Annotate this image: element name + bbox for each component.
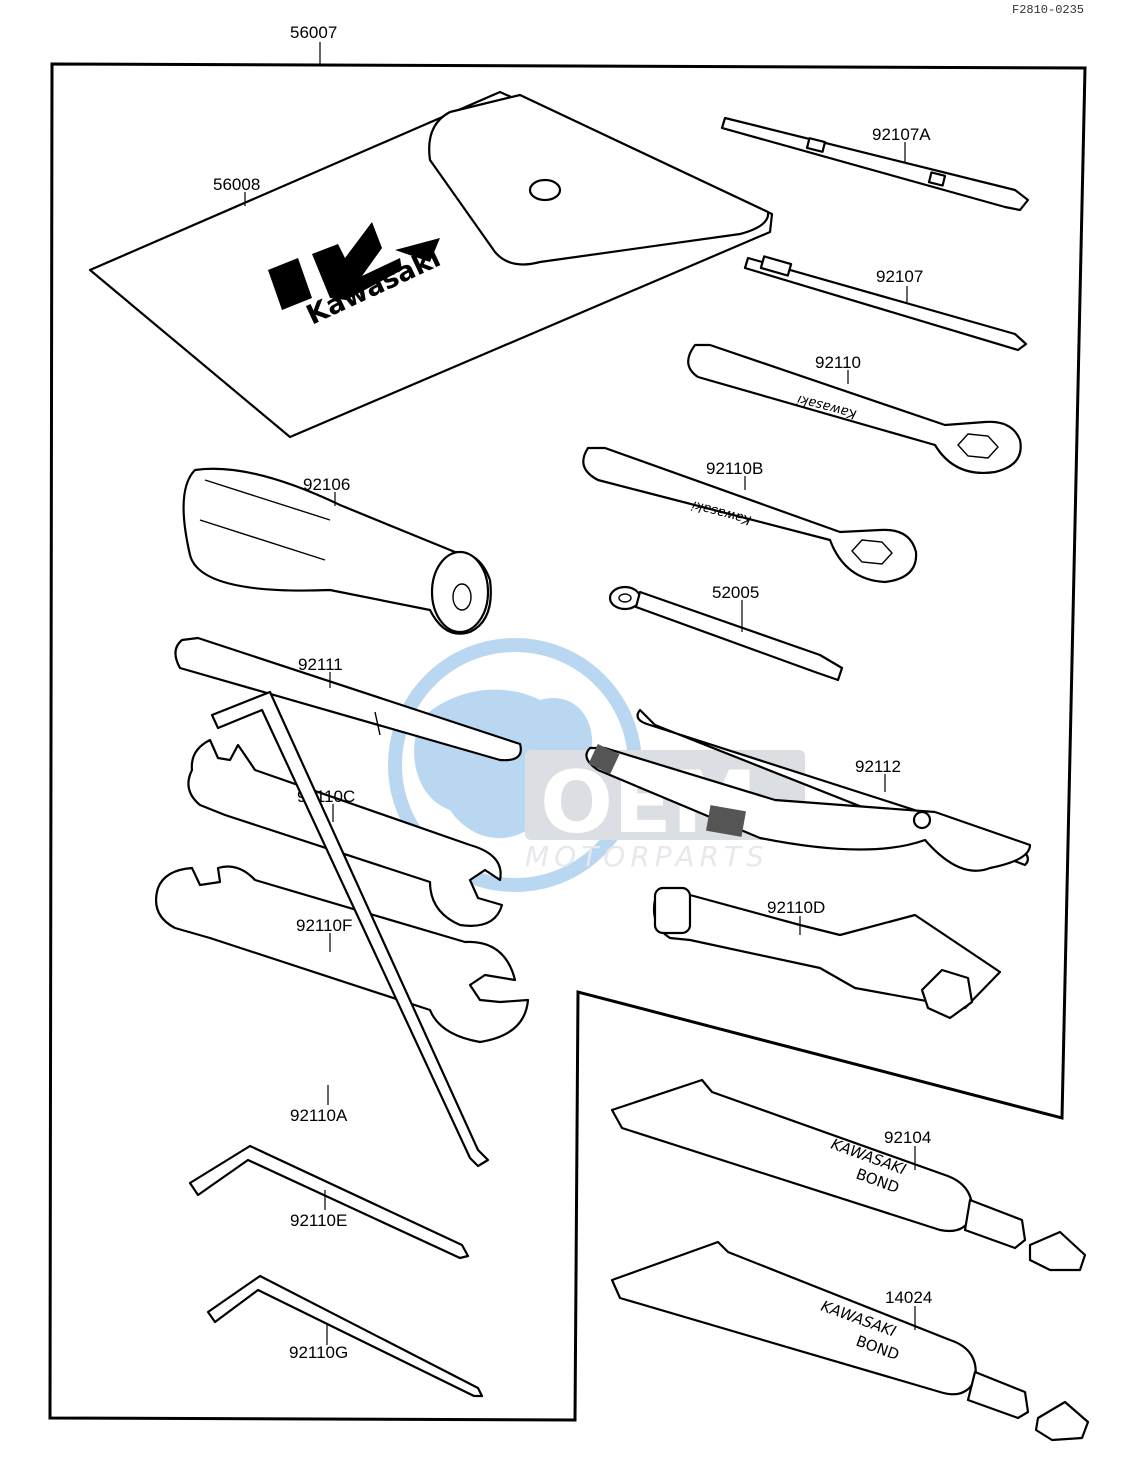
label-52005[interactable]: 52005 [712, 583, 759, 602]
spark-plug-wrench-92110D[interactable] [652, 886, 1002, 1020]
label-92106[interactable]: 92106 [303, 475, 350, 494]
reference-code: F2810-0235 [1012, 3, 1084, 17]
screwdriver-handle-92106[interactable] [182, 467, 492, 635]
label-92111[interactable]: 92111 [298, 655, 343, 674]
bond-tube-92104[interactable]: KAWASAKI BOND [610, 1078, 1087, 1272]
label-92110A[interactable]: 92110A [290, 1106, 348, 1125]
bond-tube-14024[interactable]: KAWASAKI BOND [610, 1240, 1090, 1442]
pliers-92112[interactable] [585, 708, 1032, 872]
label-92107A[interactable]: 92107A [872, 125, 931, 144]
hex-key-92110E[interactable] [188, 1144, 470, 1260]
label-56008[interactable]: 56008 [213, 175, 260, 194]
label-14024[interactable]: 14024 [885, 1288, 932, 1307]
label-92110B[interactable]: 92110B [706, 459, 763, 478]
label-92107[interactable]: 92107 [876, 267, 923, 286]
label-92112[interactable]: 92112 [855, 757, 901, 776]
label-92110D[interactable]: 92110D [767, 898, 825, 917]
oem-logo-subtext: MOTORPARTS [525, 840, 769, 873]
label-92104[interactable]: 92104 [884, 1128, 931, 1147]
tool-pouch-56008[interactable]: Kawasaki [88, 90, 774, 439]
kit-frame [48, 62, 1087, 1422]
adjuster-52005[interactable] [608, 585, 844, 682]
screwdriver-bit-92107[interactable] [743, 255, 1028, 352]
label-92110F[interactable]: 92110F [296, 916, 352, 935]
label-92110G[interactable]: 92110G [289, 1343, 348, 1362]
extension-bar-92111[interactable] [174, 636, 522, 762]
open-end-wrench-92110F[interactable] [154, 865, 530, 1044]
screwdriver-bit-92107A[interactable] [720, 116, 1030, 212]
label-92110E[interactable]: 92110E [290, 1211, 347, 1230]
kawasaki-logo: Kawasaki [268, 222, 445, 331]
hex-key-92110G[interactable] [206, 1274, 484, 1398]
label-92110[interactable]: 92110 [815, 353, 861, 372]
hex-key-92110A[interactable] [210, 690, 490, 1168]
label-56007[interactable]: 56007 [290, 23, 337, 42]
open-end-wrench-92110C[interactable] [187, 738, 504, 927]
